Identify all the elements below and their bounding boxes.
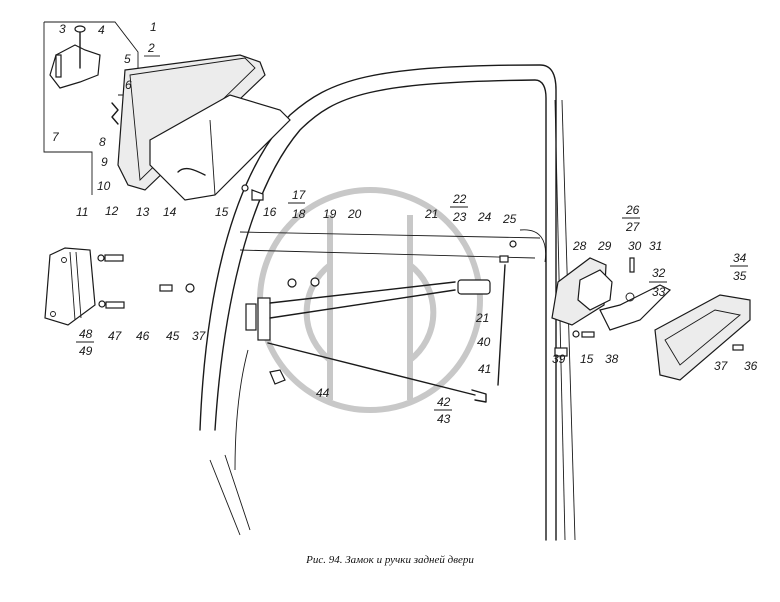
callout-39: 39 xyxy=(552,352,566,366)
callout-35: 35 xyxy=(733,269,747,283)
callout-16: 16 xyxy=(263,205,277,219)
callout-49: 49 xyxy=(79,344,93,358)
callout-11: 11 xyxy=(76,205,88,219)
callout-21-bottom: 21 xyxy=(475,311,489,325)
callout-26: 26 xyxy=(625,203,640,217)
callout-33: 33 xyxy=(652,285,666,299)
callout-25: 25 xyxy=(502,212,517,226)
callout-45: 45 xyxy=(166,329,180,343)
callout-19: 19 xyxy=(323,207,337,221)
figure-caption: Рис. 94. Замок и ручки задней двери xyxy=(306,554,474,566)
callout-34: 34 xyxy=(733,251,747,265)
callout-30: 30 xyxy=(628,239,642,253)
callout-10: 10 xyxy=(97,179,111,193)
callout-2: 2 xyxy=(147,41,155,55)
callout-32: 32 xyxy=(652,266,666,280)
callout-5: 5 xyxy=(124,52,131,66)
callout-1: 1 xyxy=(150,20,157,34)
callout-47: 47 xyxy=(108,329,123,343)
callout-28: 28 xyxy=(572,239,587,253)
callout-3: 3 xyxy=(59,22,66,36)
exterior-handle-assembly xyxy=(43,21,291,201)
lock-cover-plate xyxy=(44,247,195,326)
callout-9: 9 xyxy=(101,155,108,169)
callout-17: 17 xyxy=(292,188,307,202)
callout-40: 40 xyxy=(477,335,491,349)
callout-29: 29 xyxy=(597,239,612,253)
callout-4: 4 xyxy=(98,23,105,37)
callout-46: 46 xyxy=(136,329,150,343)
callout-15-right: 15 xyxy=(580,352,594,366)
callout-43: 43 xyxy=(437,412,451,426)
callout-15-top: 15 xyxy=(215,205,229,219)
callout-7: 7 xyxy=(52,130,60,144)
callout-37-right: 37 xyxy=(714,359,729,373)
callout-37-left: 37 xyxy=(192,329,207,343)
callout-36: 36 xyxy=(744,359,758,373)
callout-41: 41 xyxy=(478,362,491,376)
callout-42: 42 xyxy=(437,395,451,409)
callout-21-top: 21 xyxy=(424,207,438,221)
callout-18: 18 xyxy=(292,207,306,221)
callout-14: 14 xyxy=(163,205,177,219)
callout-13: 13 xyxy=(136,205,150,219)
callout-22: 22 xyxy=(452,192,467,206)
callout-labels: 1 2 3 4 5 6 7 8 9 10 11 12 13 14 15 16 1… xyxy=(52,20,758,426)
callout-38: 38 xyxy=(605,352,619,366)
interior-handle-assembly xyxy=(551,257,751,381)
callout-20: 20 xyxy=(347,207,362,221)
callout-44: 44 xyxy=(316,386,330,400)
callout-8: 8 xyxy=(99,135,106,149)
callout-24: 24 xyxy=(477,210,492,224)
callout-12: 12 xyxy=(105,204,119,218)
callout-31: 31 xyxy=(649,239,662,253)
callout-6: 6 xyxy=(125,78,132,92)
lock-mechanism xyxy=(245,240,517,403)
callout-23: 23 xyxy=(452,210,467,224)
callout-27: 27 xyxy=(625,220,641,234)
callout-48: 48 xyxy=(79,327,93,341)
